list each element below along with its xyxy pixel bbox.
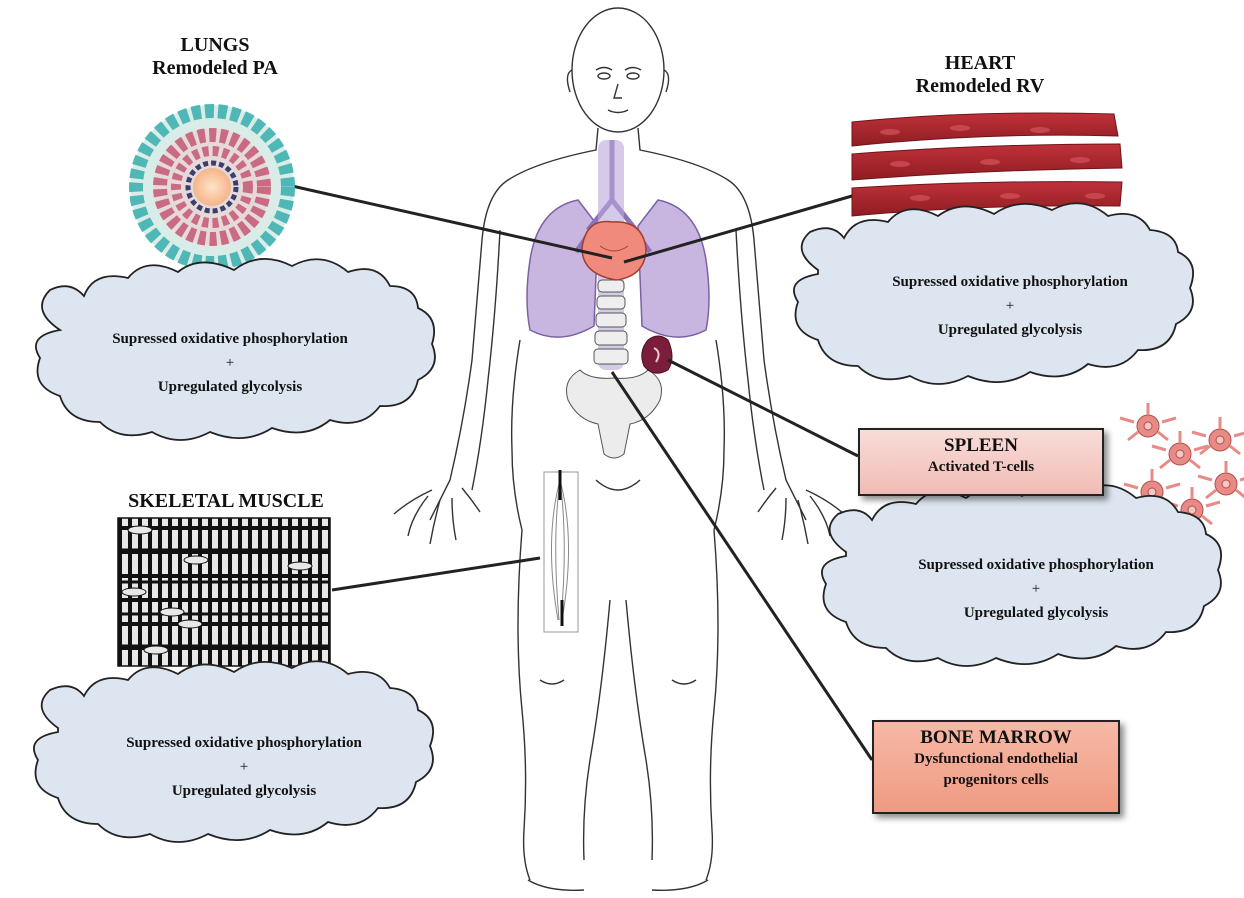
bone-marrow-line1: Dysfunctional endothelial <box>874 749 1118 770</box>
bone-marrow-title: BONE MARROW <box>874 727 1118 749</box>
pulmonary-artery-cross-section <box>130 105 294 269</box>
cloud-plus: + <box>40 351 420 375</box>
skeletal-muscle-fibers <box>118 518 330 666</box>
cloud-line-glycolysis: Upregulated glycolysis <box>40 375 420 399</box>
pelvis <box>567 370 662 458</box>
lungs-title: LUNGS Remodeled PA <box>130 34 300 80</box>
cloud-plus: + <box>846 577 1226 601</box>
lungs-title-text: LUNGS <box>130 34 300 57</box>
cloud-line-oxphos: Supressed oxidative phosphorylation <box>54 731 434 755</box>
spleen-title: SPLEEN <box>860 435 1102 457</box>
cloud-lungs-text: Supressed oxidative phosphorylation + Up… <box>40 327 420 399</box>
cloud-line-oxphos: Supressed oxidative phosphorylation <box>820 270 1200 294</box>
spleen-box: SPLEEN Activated T-cells <box>858 428 1104 496</box>
cloud-line-oxphos: Supressed oxidative phosphorylation <box>846 553 1226 577</box>
heart-title-text: HEART <box>880 52 1080 75</box>
bone-marrow-line2: progenitors cells <box>874 770 1118 791</box>
cloud-line-glycolysis: Upregulated glycolysis <box>846 601 1226 625</box>
cloud-plus: + <box>820 294 1200 318</box>
cloud-skeletal-text: Supressed oxidative phosphorylation + Up… <box>54 731 434 803</box>
cloud-heart-text: Supressed oxidative phosphorylation + Up… <box>820 270 1200 342</box>
cloud-spleen-text: Supressed oxidative phosphorylation + Up… <box>846 553 1226 625</box>
lungs-subtitle-text: Remodeled PA <box>130 57 300 80</box>
cardiac-muscle-fibers <box>852 113 1122 216</box>
cloud-line-glycolysis: Upregulated glycolysis <box>54 779 434 803</box>
skeletal-muscle-title: SKELETAL MUSCLE <box>96 490 356 513</box>
cloud-line-oxphos: Supressed oxidative phosphorylation <box>40 327 420 351</box>
spleen-subtitle: Activated T-cells <box>860 457 1102 478</box>
heart-subtitle-text: Remodeled RV <box>880 75 1080 98</box>
cloud-plus: + <box>54 755 434 779</box>
spleen-organ <box>642 336 672 373</box>
bone-marrow-box: BONE MARROW Dysfunctional endothelial pr… <box>872 720 1120 814</box>
cloud-line-glycolysis: Upregulated glycolysis <box>820 318 1200 342</box>
thigh-muscle-inset <box>544 470 578 632</box>
heart-title: HEART Remodeled RV <box>880 52 1080 98</box>
